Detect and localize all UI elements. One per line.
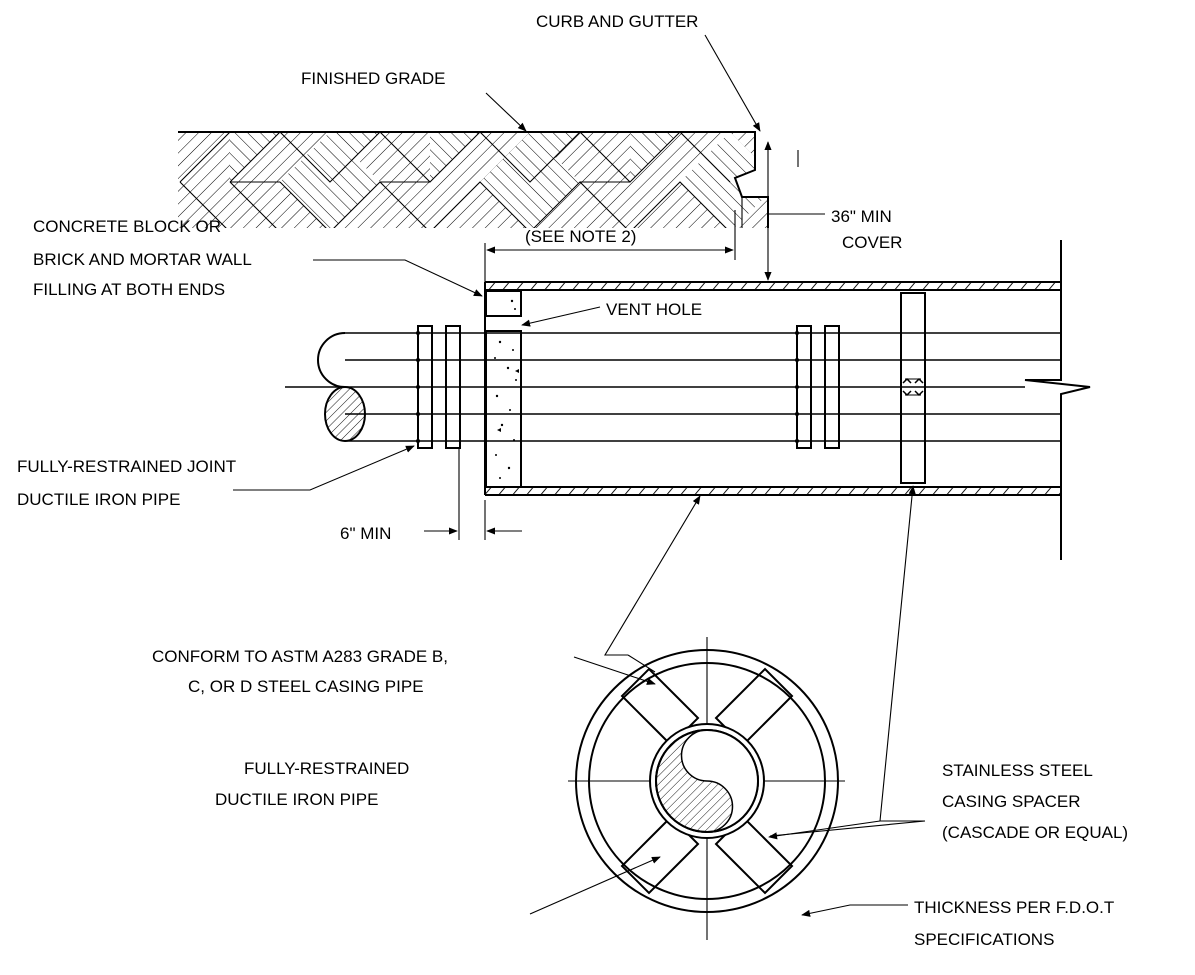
label-joint-line1: FULLY-RESTRAINED JOINT	[17, 457, 236, 476]
label-vent-hole: VENT HOLE	[606, 300, 702, 319]
carrier-pipe-elevation	[285, 292, 1061, 484]
label-min-cover-line2: COVER	[842, 233, 902, 252]
callout-labels: CURB AND GUTTER FINISHED GRADE CONCRETE …	[17, 12, 1128, 949]
label-finished-grade: FINISHED GRADE	[301, 69, 446, 88]
label-six-min: 6" MIN	[340, 524, 391, 543]
label-dip-line2: DUCTILE IRON PIPE	[215, 790, 378, 809]
concrete-wall-filling	[485, 290, 522, 488]
label-wall-line3: FILLING AT BOTH ENDS	[33, 280, 225, 299]
label-thickness-line2: SPECIFICATIONS	[914, 930, 1054, 949]
label-see-note: (SEE NOTE 2)	[525, 227, 636, 246]
earth-section	[178, 131, 769, 228]
label-curb-and-gutter: CURB AND GUTTER	[536, 12, 698, 31]
label-astm-line1: CONFORM TO ASTM A283 GRADE B,	[152, 647, 448, 666]
label-min-cover-line1: 36" MIN	[831, 207, 892, 226]
casing-cross-section	[568, 637, 845, 940]
label-dip-line1: FULLY-RESTRAINED	[244, 759, 409, 778]
label-spacer-line1: STAINLESS STEEL	[942, 761, 1093, 780]
label-thickness-line1: THICKNESS PER F.D.O.T	[914, 898, 1114, 917]
leader-lines	[233, 34, 926, 917]
dimensions	[424, 141, 825, 540]
label-wall-line1: CONCRETE BLOCK OR	[33, 217, 221, 236]
label-wall-line2: BRICK AND MORTAR WALL	[33, 250, 252, 269]
label-joint-line2: DUCTILE IRON PIPE	[17, 490, 180, 509]
label-spacer-line2: CASING SPACER	[942, 792, 1081, 811]
casing-pipe-elevation	[484, 240, 1091, 560]
label-spacer-line3: (CASCADE OR EQUAL)	[942, 823, 1128, 842]
label-astm-line2: C, OR D STEEL CASING PIPE	[188, 677, 424, 696]
